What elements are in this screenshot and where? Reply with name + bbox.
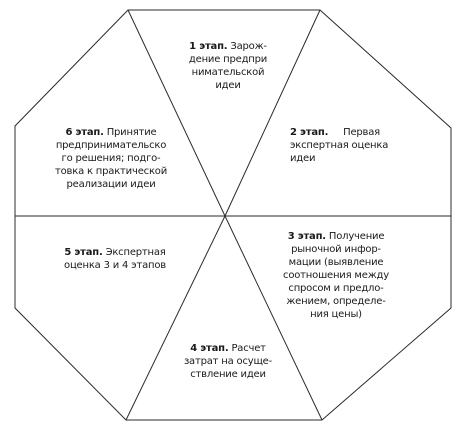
stage-6-line-5: реализации идеи bbox=[66, 179, 156, 190]
divider-diagonal-top-left bbox=[127, 9, 226, 217]
stage-3-line-1: Получение bbox=[328, 231, 385, 242]
stage-5-line-1: Экспертная bbox=[105, 247, 166, 258]
stage-3-text: 3 этап. Получение рыночной инфор- мации … bbox=[270, 230, 402, 321]
stage-5-line-2: оценка 3 и 4 этапов bbox=[64, 260, 166, 271]
stage-1-line-3: нимательской bbox=[191, 67, 265, 78]
stage-2-text: 2 этап. Первая экспертная оценка идеи bbox=[290, 126, 410, 165]
stage-5-text: 5 этап. Экспертная оценка 3 и 4 этапов bbox=[40, 246, 190, 272]
stage-3-line-3: мации (выявление bbox=[288, 257, 384, 268]
stage-1-line-2: дение предпри bbox=[188, 54, 268, 65]
stage-3-line-6: жением, определе- bbox=[286, 296, 386, 307]
stage-2-head: 2 этап. bbox=[290, 127, 329, 138]
stage-6-line-3: го решения; подго- bbox=[61, 153, 161, 164]
stage-6-line-4: товка к практической bbox=[55, 166, 167, 177]
stage-3-line-4: соотношения между bbox=[283, 270, 389, 281]
stage-4-line-2: затрат на осуще- bbox=[183, 356, 273, 367]
stage-3-head: 3 этап. bbox=[287, 231, 326, 242]
stage-1-head: 1 этап. bbox=[189, 41, 228, 52]
stage-2-line-1: Первая bbox=[343, 127, 380, 138]
stage-6-line-2: предпринимательско bbox=[55, 140, 167, 151]
stage-1-line-1: Зарож- bbox=[230, 41, 267, 52]
stage-1-line-4: идеи bbox=[215, 80, 241, 91]
stage-1-text: 1 этап. Зарож- дение предпри нимательско… bbox=[168, 40, 288, 92]
stage-4-line-3: ствление идеи bbox=[190, 369, 266, 380]
stage-3-line-7: ния цены) bbox=[310, 309, 362, 320]
stage-4-head: 4 этап. bbox=[190, 343, 229, 354]
divider-diagonal-bottom-right bbox=[224, 215, 323, 421]
stage-5-head: 5 этап. bbox=[64, 247, 103, 258]
divider-diagonal-bottom-left bbox=[125, 215, 226, 421]
stage-4-text: 4 этап. Расчет затрат на осуще- ствление… bbox=[168, 342, 288, 381]
stage-4-line-1: Расчет bbox=[231, 343, 266, 354]
divider-diagonal-top-right bbox=[224, 9, 321, 217]
stage-6-line-1: Принятие bbox=[106, 127, 157, 138]
stage-6-text: 6 этап. Принятие предпринимательско го р… bbox=[46, 126, 176, 191]
stage-2-line-2: экспертная оценка bbox=[290, 140, 389, 151]
stage-3-line-5: спросом и предло- bbox=[288, 283, 384, 294]
stage-3-line-2: рыночной инфор- bbox=[291, 244, 381, 255]
stage-6-head: 6 этап. bbox=[65, 127, 104, 138]
stage-2-line-3: идеи bbox=[290, 153, 316, 164]
